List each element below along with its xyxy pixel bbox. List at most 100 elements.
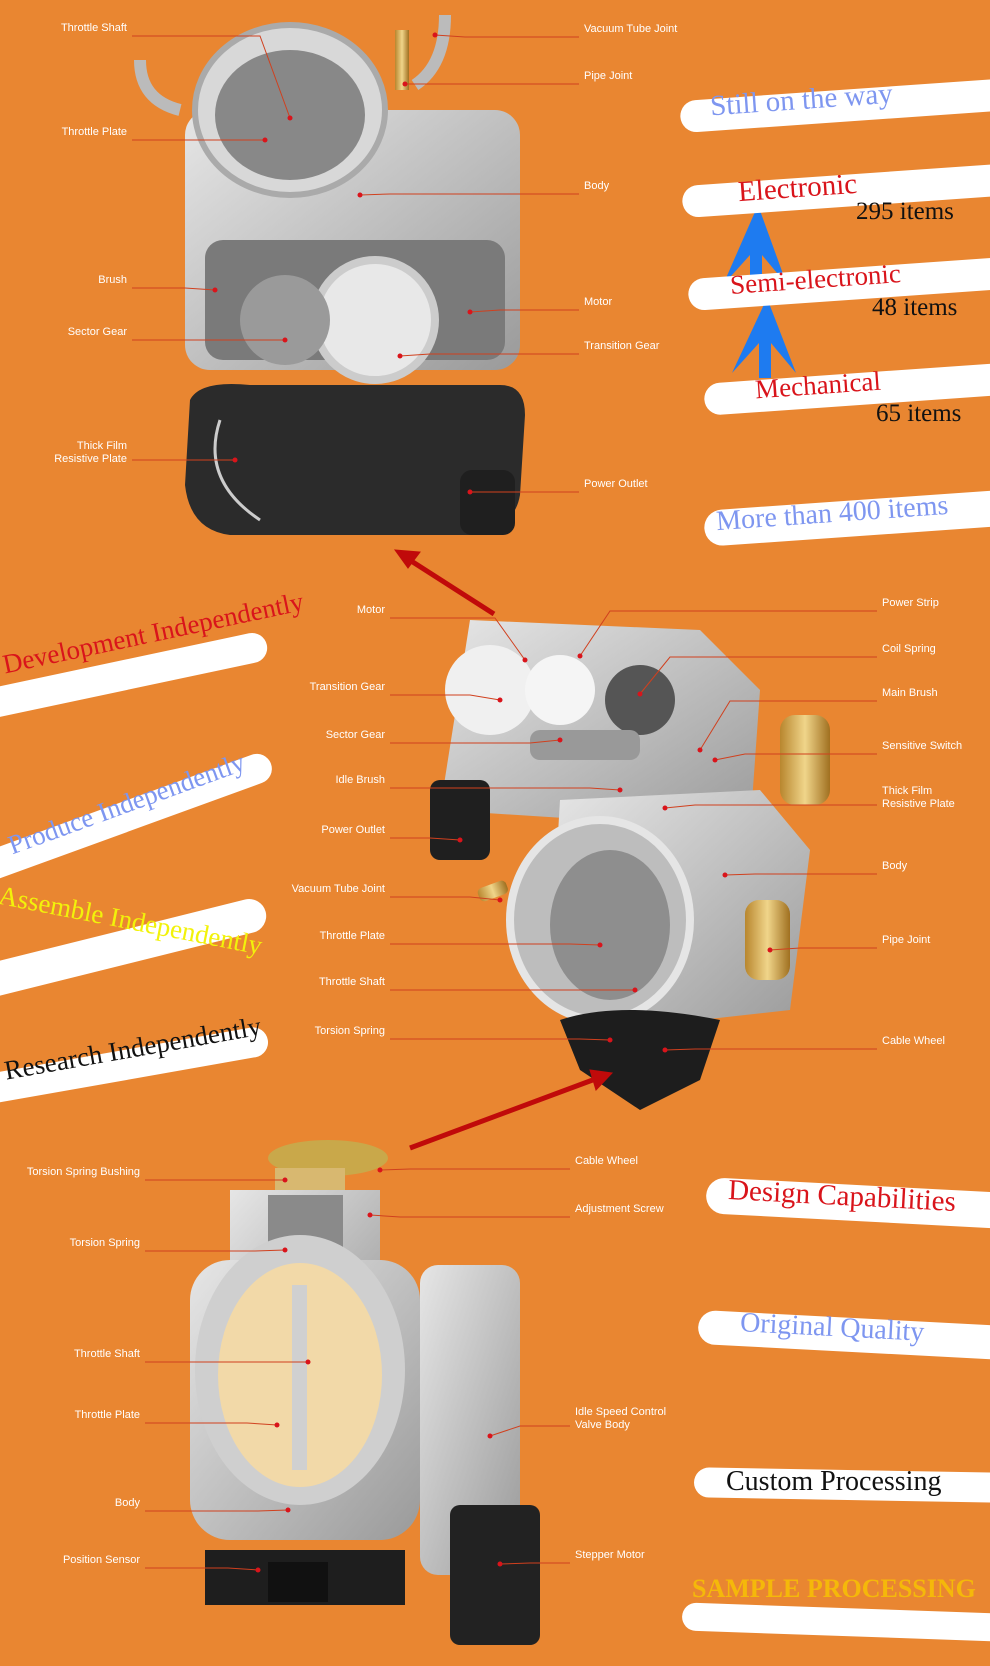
bottom_diagram-label-idle-speed-control-valve-body: Idle Speed Control Valve Body [575, 1406, 667, 1431]
leader-dot [632, 987, 638, 993]
top_diagram-label-throttle-plate: Throttle Plate [61, 126, 127, 138]
bottom_diagram-label-stepper-motor: Stepper Motor [575, 1549, 645, 1561]
leader-dot [377, 1167, 383, 1173]
leader-dot [597, 942, 603, 948]
middle_diagram-label-throttle-plate: Throttle Plate [319, 930, 385, 942]
leader-line [699, 700, 877, 751]
sample-processing: SAMPLE PROCESSING [692, 1574, 976, 1603]
leader-dot [662, 805, 668, 811]
red-arrow-up-head [393, 549, 421, 569]
top_diagram-label-vacuum-tube-joint: Vacuum Tube Joint [584, 23, 678, 35]
leader-dot [282, 1177, 288, 1183]
blue-arrow-1 [723, 205, 787, 285]
red-arrow-down-head [589, 1069, 614, 1091]
top_diagram-label-body: Body [584, 180, 610, 192]
leader-line [579, 610, 877, 657]
leader-dot [282, 1247, 288, 1253]
middle_diagram-label-pipe-joint: Pipe Joint [882, 934, 931, 946]
bottom_diagram-label-throttle-shaft: Throttle Shaft [73, 1348, 140, 1360]
leader-dot [255, 1567, 261, 1573]
red-arrows [393, 549, 614, 1151]
leader-dot [282, 337, 288, 343]
leader-line [359, 193, 579, 196]
leader-line [390, 837, 461, 841]
middle_diagram-label-main-brush: Main Brush [882, 687, 938, 699]
leader-dot [767, 947, 773, 953]
bottom_diagram-label-adjustment-screw: Adjustment Screw [575, 1203, 664, 1215]
leader-line [145, 1249, 286, 1252]
leader-line [145, 1422, 278, 1426]
leader-line [390, 739, 561, 744]
middle_diagram-label-power-strip: Power Strip [882, 597, 939, 609]
leader-dot [367, 1212, 373, 1218]
leader-line [664, 1048, 877, 1051]
leader-dot [305, 1359, 311, 1365]
leader-dot [274, 1422, 280, 1428]
leader-line [390, 1038, 611, 1041]
bottom_diagram-label-cable-wheel: Cable Wheel [575, 1155, 638, 1167]
bottom_diagram-label-body: Body [114, 1497, 140, 1509]
middle_diagram-label-vacuum-tube-joint: Vacuum Tube Joint [291, 883, 385, 895]
leader-line [724, 873, 877, 876]
leader-dot [607, 1037, 613, 1043]
leader-line [489, 1425, 570, 1437]
leader-dot [262, 137, 268, 143]
top_diagram-label-throttle-shaft: Throttle Shaft [60, 22, 127, 34]
leader-dot [577, 653, 583, 659]
blue-arrows [723, 205, 796, 378]
leader-dot [497, 897, 503, 903]
middle_diagram-label-power-outlet: Power Outlet [321, 824, 385, 836]
bottom_diagram-label-position-sensor: Position Sensor [62, 1554, 140, 1566]
middle_diagram-label-coil-spring: Coil Spring [882, 643, 936, 655]
leader-line [132, 35, 291, 119]
leader-dot [402, 81, 408, 87]
leader-line [639, 656, 877, 695]
level-semi-electronic-count: 48 items [872, 294, 958, 321]
top_diagram-label-brush: Brush [98, 274, 127, 286]
leader-line [390, 787, 621, 791]
bottom_diagram-label-throttle-plate: Throttle Plate [74, 1409, 140, 1421]
red-arrow-down [409, 1075, 599, 1151]
top_diagram-label-motor: Motor [584, 296, 613, 308]
leader-line [769, 947, 877, 951]
middle_diagram-label-sector-gear: Sector Gear [325, 729, 385, 741]
leader-dot [287, 115, 293, 121]
leader-line [499, 1562, 570, 1565]
leader-line [664, 804, 877, 809]
top_diagram-label-power-outlet: Power Outlet [584, 478, 648, 490]
leader-dot [637, 691, 643, 697]
middle_diagram-label-transition-gear: Transition Gear [309, 681, 385, 693]
leader-dot [357, 192, 363, 198]
leader-dot [487, 1433, 493, 1439]
middle_diagram-label-torsion-spring: Torsion Spring [314, 1025, 385, 1037]
top_diagram-label-transition-gear: Transition Gear [584, 340, 660, 352]
middle_diagram-label-sensitive-switch: Sensitive Switch [882, 740, 963, 752]
middle_diagram-label-thick-film-resistive-plate: Thick Film Resistive Plate [882, 785, 955, 810]
leader-dot [232, 457, 238, 463]
leader-dot [432, 32, 438, 38]
custom-processing: Custom Processing [726, 1466, 942, 1497]
leader-dot [712, 757, 718, 763]
leader-line [369, 1214, 570, 1218]
leader-dot [457, 837, 463, 843]
leader-dot [697, 747, 703, 753]
top-throttle-body-image [134, 14, 525, 535]
middle_diagram-label-motor: Motor [356, 604, 385, 616]
leader-lines [132, 32, 877, 1573]
leader-line [469, 309, 579, 313]
leader-dot [467, 309, 473, 315]
leader-line [132, 287, 216, 291]
middle_diagram-label-body: Body [882, 860, 908, 872]
top_diagram-label-sector-gear: Sector Gear [67, 326, 127, 338]
leader-dot [397, 353, 403, 359]
leader-line [390, 943, 601, 946]
leader-line [434, 34, 579, 38]
leader-line [390, 896, 501, 901]
leader-dot [522, 657, 528, 663]
top_diagram-label-thick-film-resistive-plate: Thick Film Resistive Plate [54, 440, 127, 465]
middle_diagram-label-idle-brush: Idle Brush [335, 774, 385, 786]
middle_diagram-label-cable-wheel: Cable Wheel [882, 1035, 945, 1047]
leader-dot [662, 1047, 668, 1053]
leader-line [145, 1567, 259, 1571]
leader-dot [557, 737, 563, 743]
